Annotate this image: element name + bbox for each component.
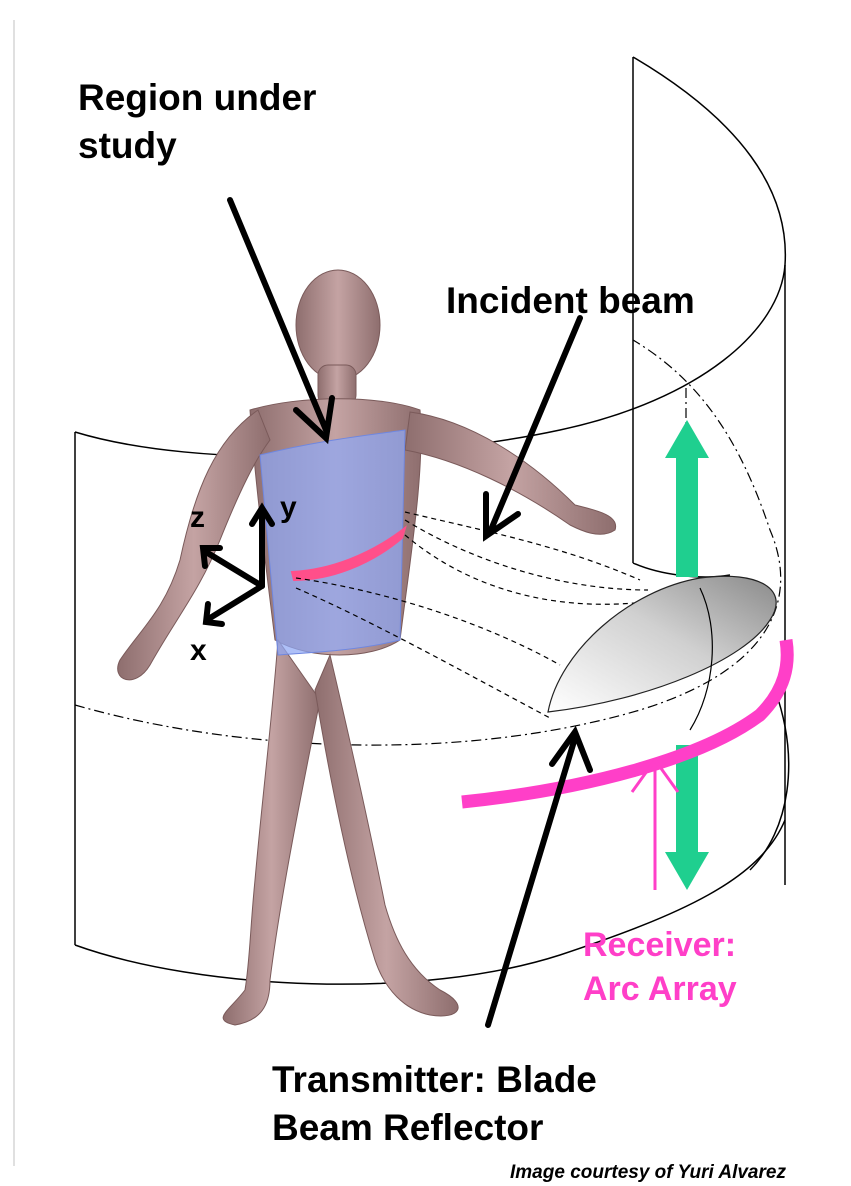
image-credit: Image courtesy of Yuri Alvarez bbox=[510, 1162, 786, 1183]
axis-label-z: z bbox=[190, 501, 205, 534]
transmitter-pointer-arrow bbox=[488, 732, 590, 1025]
midplane-ellipse bbox=[75, 340, 781, 745]
transmitter-label-line1: Transmitter: Blade bbox=[272, 1059, 597, 1100]
blade-beam-reflector bbox=[548, 576, 776, 730]
axis-label-x: x bbox=[190, 634, 207, 667]
region-label-line2: study bbox=[78, 125, 177, 166]
axis-label-y: y bbox=[280, 491, 297, 524]
incident-beam-label: Incident beam bbox=[446, 280, 695, 321]
receiver-pointer-arrow bbox=[632, 760, 678, 890]
receiver-label-line2: Arc Array bbox=[583, 970, 737, 1008]
region-label-line1: Region under bbox=[78, 77, 316, 118]
transmitter-label-line2: Beam Reflector bbox=[272, 1107, 543, 1148]
receiver-label-line1: Receiver: bbox=[583, 926, 736, 964]
